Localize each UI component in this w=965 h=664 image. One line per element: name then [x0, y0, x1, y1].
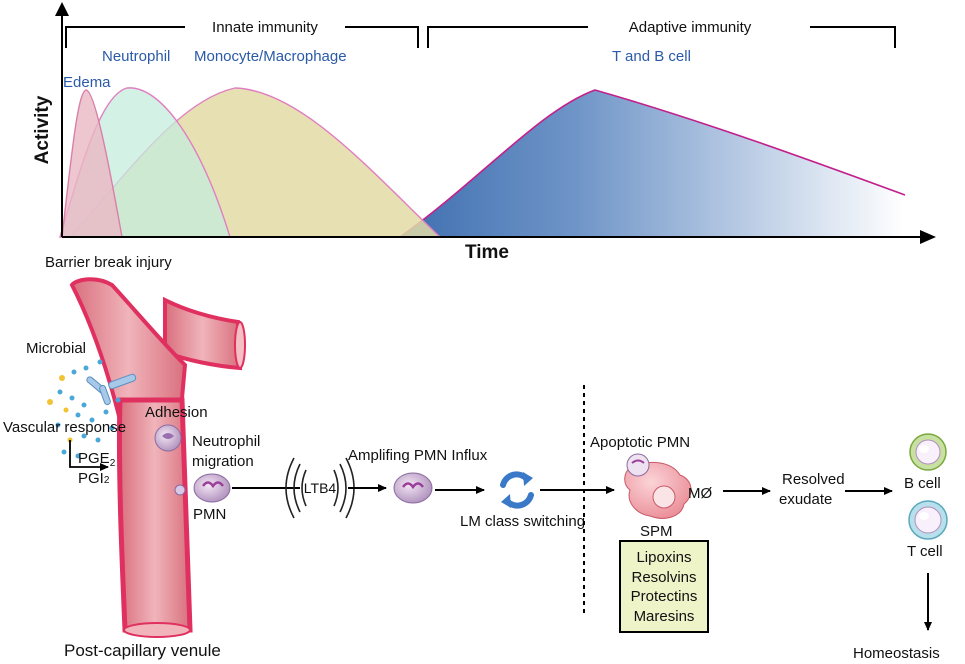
- y-axis-arrow: [55, 2, 69, 16]
- vascular-response-label: Vascular response: [3, 419, 126, 436]
- vessel-branch-opening: [234, 321, 246, 369]
- microbial-label: Microbial: [26, 340, 86, 357]
- lm-class-switching-label: LM class switching: [460, 513, 585, 530]
- resolved-label-2: exudate: [779, 491, 832, 508]
- adaptive-immunity-label: Adaptive immunity: [629, 19, 752, 36]
- vessel-upper: [69, 277, 188, 422]
- neutrophil-migration-label-1: Neutrophil: [192, 433, 260, 450]
- ltb4-label: LTB4: [304, 480, 337, 496]
- t-cell-icon: [908, 500, 948, 540]
- wave-t-and-b-cell-outline: [399, 89, 906, 238]
- pmn-label: PMN: [193, 506, 226, 523]
- amplifying-influx-label: Amplifing PMN Influx: [348, 447, 488, 464]
- adhesion-label: Adhesion: [145, 404, 208, 421]
- adaptive-bracket: [427, 26, 896, 48]
- influx-pmn-cell: [393, 472, 433, 504]
- pmn-cell: [174, 473, 231, 503]
- venule-label: Post-capillary venule: [64, 641, 221, 660]
- macrophage-cell: [624, 453, 692, 519]
- x-axis-label: Time: [465, 242, 509, 263]
- edema-label: Edema: [63, 74, 111, 91]
- innate-bracket: [65, 26, 419, 48]
- vessel-bottom-opening: [123, 622, 191, 638]
- ltb4-signal-icon: [285, 457, 355, 519]
- pg-bracket: [69, 440, 109, 471]
- spm-resolvins: Resolvins: [631, 569, 696, 586]
- barrier-break-label: Barrier break injury: [45, 254, 172, 271]
- neutrophil-migration-label-2: migration: [192, 453, 254, 470]
- apoptotic-pmn-label: Apoptotic PMN: [590, 434, 690, 451]
- monocyte-macrophage-label: Monocyte/Macrophage: [194, 48, 347, 65]
- post-capillary-venule: [69, 277, 246, 638]
- neutrophil-label: Neutrophil: [102, 48, 170, 65]
- t-cell-label: T cell: [907, 543, 943, 560]
- t-and-b-cell-label: T and B cell: [612, 48, 691, 65]
- b-cell-label: B cell: [904, 475, 941, 492]
- class-switch-arrowhead-2: [501, 494, 511, 508]
- resolved-label-1: Resolved: [782, 471, 845, 488]
- class-switch-arrowhead-1: [523, 472, 533, 486]
- wave-t-and-b-cell: [400, 90, 905, 237]
- pge2-label: PGE2: [78, 450, 116, 469]
- spm-box: [619, 540, 709, 633]
- spm-lipoxins: Lipoxins: [636, 549, 691, 566]
- b-cell-icon: [909, 433, 947, 471]
- spm-maresins: Maresins: [634, 608, 695, 625]
- macrophage-label: MØ: [688, 485, 712, 502]
- pgi2-label: PGI2: [78, 470, 110, 487]
- innate-immunity-label: Innate immunity: [212, 19, 318, 36]
- spm-label: SPM: [640, 523, 673, 540]
- activity-chart: Activity Time Innate immunity Adaptive i…: [32, 2, 936, 263]
- wave-edema: [61, 89, 123, 238]
- spm-protectins: Protectins: [631, 588, 698, 605]
- y-axis-label: Activity: [32, 95, 53, 164]
- homeostasis-label: Homeostasis: [853, 645, 940, 662]
- adhesion-cell: [154, 424, 182, 452]
- microbial-particles: [47, 359, 137, 459]
- x-axis-arrow: [920, 230, 936, 244]
